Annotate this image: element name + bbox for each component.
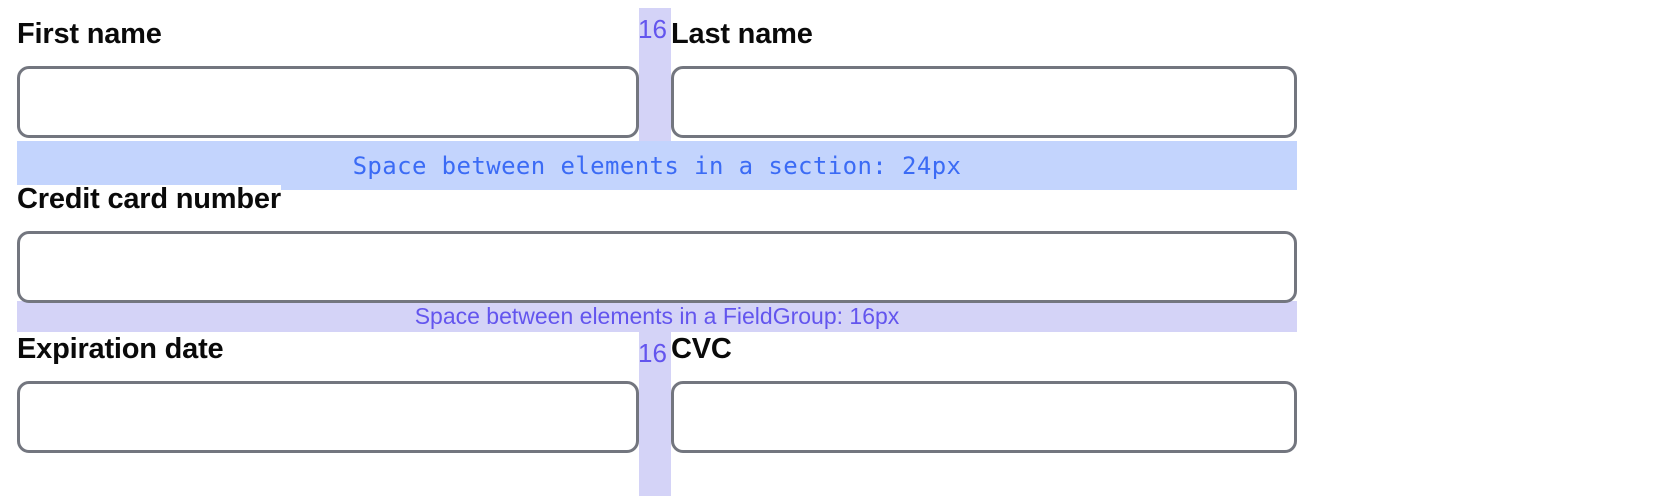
first-name-field-wrap	[17, 66, 639, 138]
expiration-date-input[interactable]	[17, 381, 639, 453]
section-spacing-label: Space between elements in a section: 24p…	[352, 151, 962, 180]
column-gap-strip-name-row: 16	[638, 8, 671, 141]
credit-card-number-field-wrap	[17, 231, 1297, 303]
first-name-label: First name	[17, 18, 162, 50]
first-name-input[interactable]	[17, 66, 639, 138]
column-gap-strip-card-details-row: 16	[638, 332, 671, 496]
expiration-date-field-wrap	[17, 381, 639, 453]
credit-card-number-input[interactable]	[17, 231, 1297, 303]
cvc-input[interactable]	[671, 381, 1297, 453]
fieldgroup-spacing-label: Space between elements in a FieldGroup: …	[414, 303, 900, 329]
column-gap-label: 16	[638, 338, 667, 368]
credit-card-number-label: Credit card number	[17, 183, 281, 215]
last-name-field-wrap	[671, 66, 1297, 138]
fieldgroup-spacing-band: Space between elements in a FieldGroup: …	[17, 301, 1297, 332]
last-name-label: Last name	[671, 18, 813, 50]
cvc-field-wrap	[671, 381, 1297, 453]
last-name-input[interactable]	[671, 66, 1297, 138]
expiration-date-label-wrap: Expiration date	[17, 335, 639, 364]
cvc-label: CVC	[671, 333, 732, 365]
section-spacing-band: Space between elements in a section: 24p…	[17, 141, 1297, 190]
column-gap-label: 16	[638, 14, 667, 44]
first-name-label-wrap: First name	[17, 20, 639, 49]
last-name-label-wrap: Last name	[671, 20, 1297, 49]
expiration-date-label: Expiration date	[17, 333, 224, 365]
credit-card-number-label-wrap: Credit card number	[17, 185, 1297, 214]
cvc-label-wrap: CVC	[671, 335, 1297, 364]
